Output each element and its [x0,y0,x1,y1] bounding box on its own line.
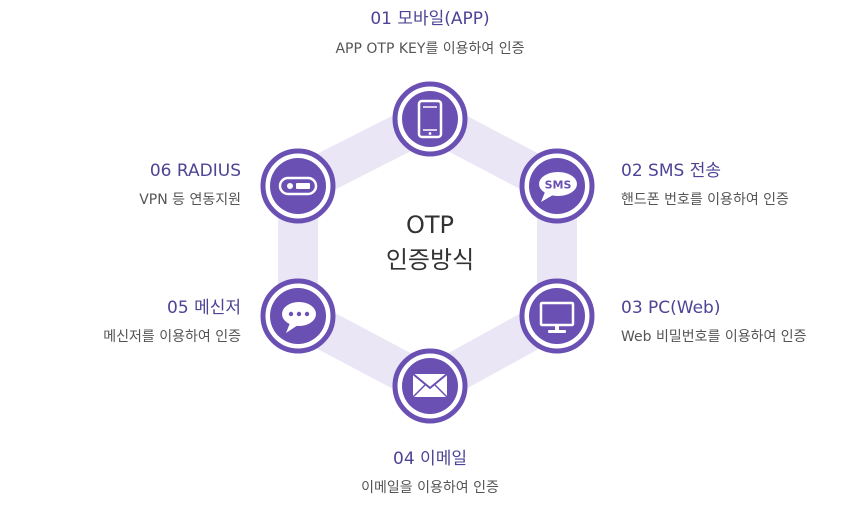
method-node-sms: SMS [519,148,595,224]
method-desc-pc: Web 비밀번호를 이용하여 인증 [621,329,807,345]
method-desc-email: 이메일을 이용하여 인증 [361,480,499,496]
method-node-email [392,348,468,424]
method-title-sms: 02 SMS 전송 [621,161,721,181]
method-node-mobile [392,81,468,157]
center-subtitle: 인증방식 [386,246,474,274]
method-node-radius [260,148,336,224]
method-desc-sms: 핸드폰 번호를 이용하여 인증 [621,192,789,208]
method-desc-messenger: 메신저를 이용하여 인증 [103,329,241,345]
radius-device-icon [278,176,318,196]
method-desc-mobile: APP OTP KEY를 이용하여 인증 [335,41,524,57]
method-desc-radius: VPN 등 연동지원 [139,192,241,208]
method-node-pc [519,278,595,354]
center-title: OTP [406,211,454,239]
smartphone-icon [417,99,443,139]
svg-text:SMS: SMS [545,179,572,192]
method-title-messenger: 05 메신저 [167,298,241,318]
sms-bubble-icon: SMS [539,172,577,202]
method-title-radius: 06 RADIUS [150,161,241,181]
method-node-messenger [260,278,336,354]
method-title-email: 04 이메일 [393,449,467,469]
monitor-icon [539,301,575,333]
method-title-pc: 03 PC(Web) [621,298,721,318]
method-title-mobile: 01 모바일(APP) [370,9,489,29]
chat-bubble-icon [282,302,316,333]
envelope-icon [412,373,448,398]
